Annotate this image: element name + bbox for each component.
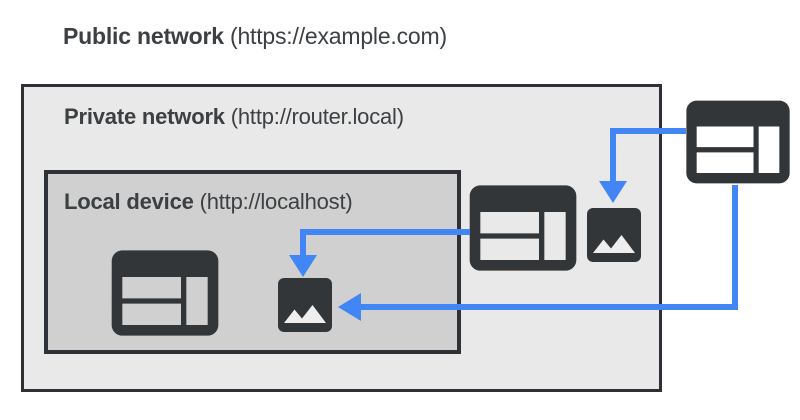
public-browser-icon (676, 80, 800, 204)
private-image-icon (578, 199, 650, 271)
private-network-label: Private network (http://router.local) (64, 104, 404, 130)
local-browser-icon (101, 229, 229, 357)
local-device-label-bold: Local device (64, 189, 194, 214)
page-title: Public network (https://example.com) (63, 22, 447, 50)
private-network-label-url: (http://router.local) (224, 104, 404, 129)
local-device-label-url: (http://localhost) (193, 189, 353, 214)
page-title-url: (https://example.com) (223, 23, 447, 49)
private-network-label-bold: Private network (64, 104, 225, 129)
page-title-bold: Public network (63, 23, 224, 49)
local-image-icon (269, 269, 341, 341)
local-device-label: Local device (http://localhost) (64, 189, 353, 215)
private-browser-icon (459, 164, 587, 292)
